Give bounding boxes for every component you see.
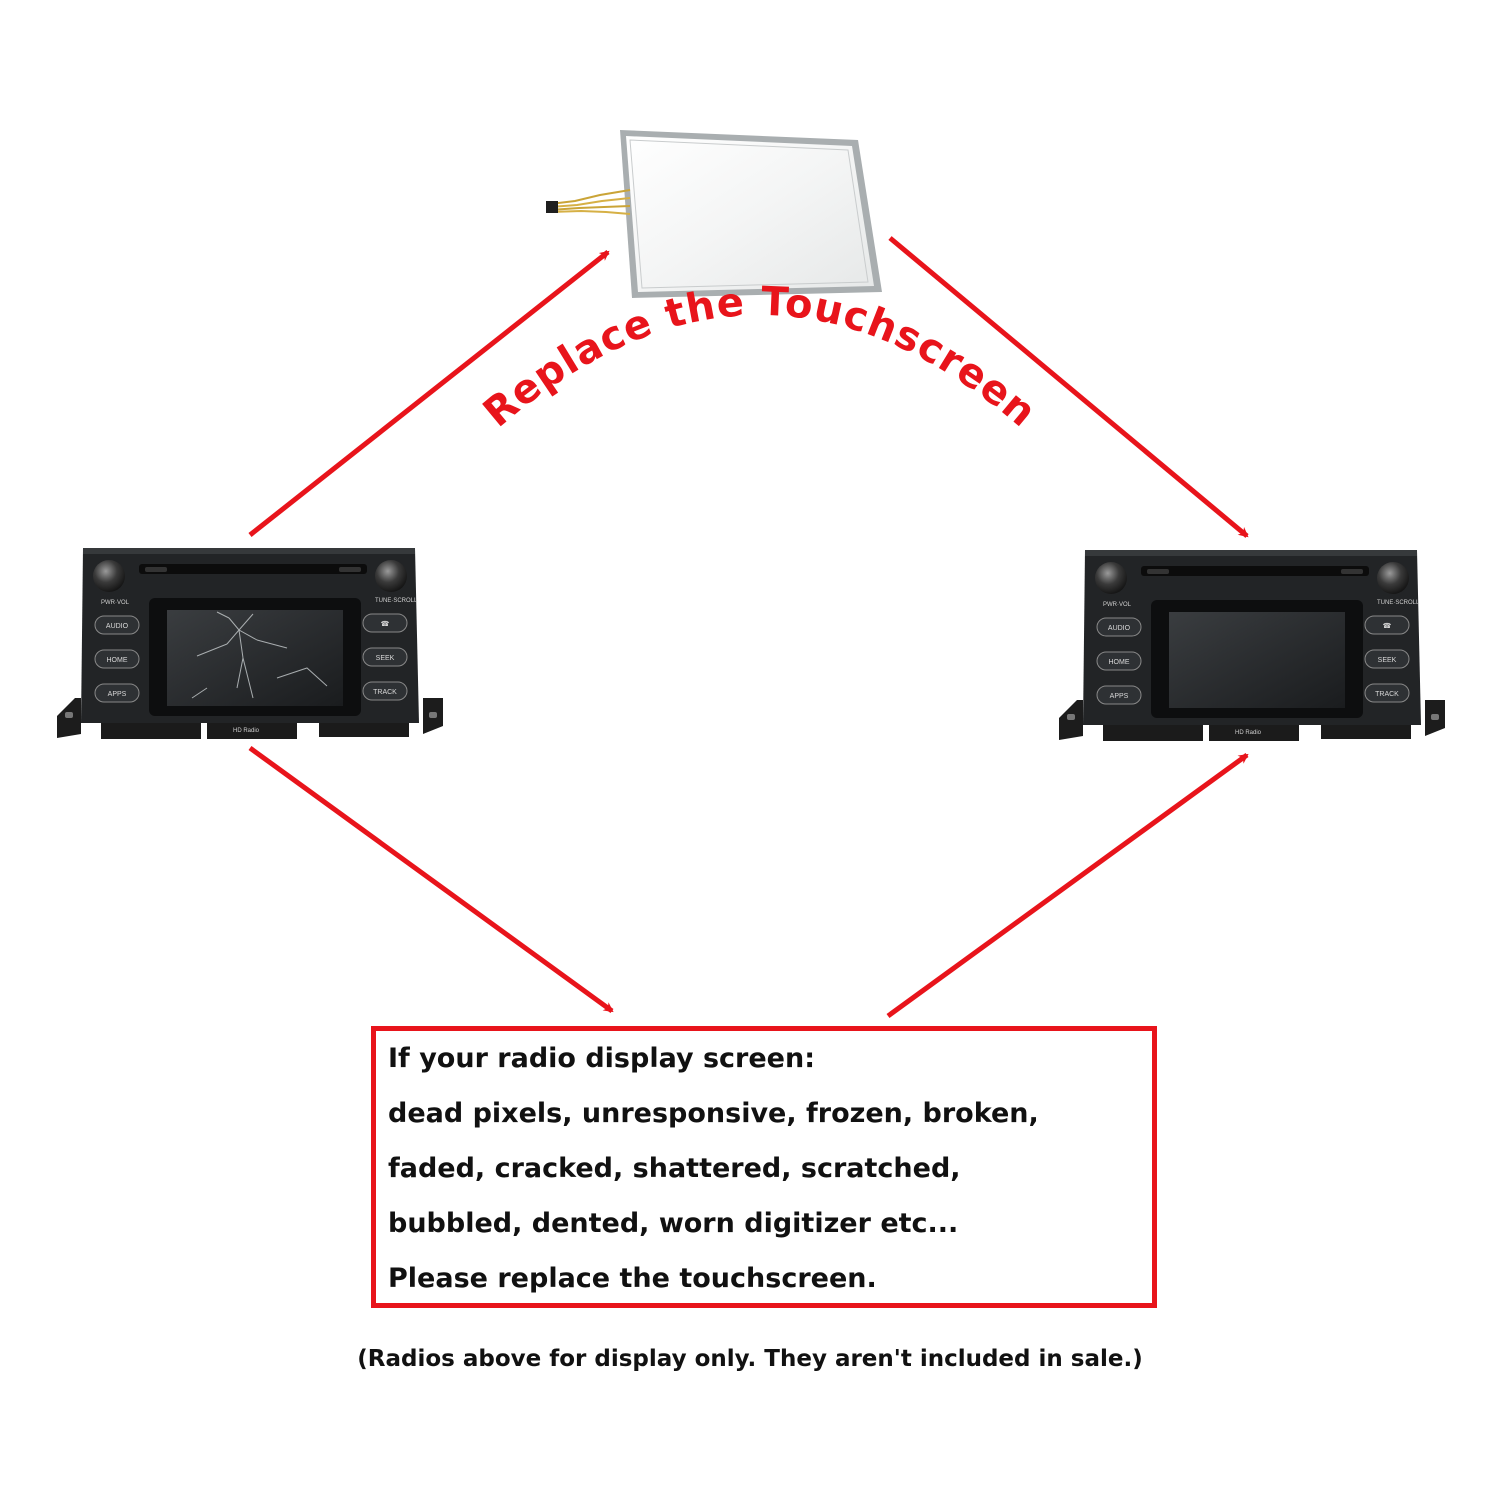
- button-phone-label: ☎: [1383, 622, 1392, 630]
- screen-cracks: [191, 611, 328, 699]
- knob-left-label: PWR·VOL: [101, 600, 130, 606]
- knob-left: [1095, 562, 1127, 594]
- button-apps-label: APPS: [1110, 693, 1129, 700]
- button-track-label: TRACK: [373, 689, 397, 696]
- knob-left-label: PWR·VOL: [1103, 602, 1132, 608]
- knob-right: [375, 560, 407, 592]
- arrow-left-to-panel: [248, 250, 610, 537]
- button-track-label: TRACK: [1375, 691, 1399, 698]
- button-audio-label: AUDIO: [1108, 625, 1131, 632]
- hd-radio-label: HD Radio: [1235, 730, 1262, 736]
- touchscreen-panel-image: [546, 130, 882, 298]
- left-buttons: AUDIO HOME APPS: [94, 615, 140, 703]
- knob-left: [93, 560, 125, 592]
- knob-right-label: TUNE·SCROLL: [375, 598, 418, 604]
- arrow-panel-to-right: [888, 236, 1249, 538]
- info-line-1: If your radio display screen:: [388, 1043, 816, 1074]
- knob-right: [1377, 562, 1409, 594]
- info-line-5: Please replace the touchscreen.: [388, 1263, 877, 1294]
- button-apps-label: APPS: [108, 691, 127, 698]
- radio-right-image: PWR·VOL TUNE·SCROLL AUDIO HOME APPS ☎ SE…: [1059, 550, 1445, 741]
- hd-radio-label: HD Radio: [233, 728, 260, 734]
- right-buttons: ☎ SEEK TRACK: [1364, 615, 1410, 703]
- arrow-left-to-box: [248, 745, 614, 1014]
- button-seek-label: SEEK: [1378, 657, 1397, 664]
- button-phone-label: ☎: [381, 620, 390, 628]
- knob-right-label: TUNE·SCROLL: [1377, 600, 1420, 606]
- footnote: (Radios above for display only. They are…: [357, 1346, 1143, 1372]
- button-audio-label: AUDIO: [106, 623, 129, 630]
- info-box: If your radio display screen: dead pixel…: [371, 1026, 1157, 1308]
- button-seek-label: SEEK: [376, 655, 395, 662]
- info-line-4: bubbled, dented, worn digitizer etc...: [388, 1208, 959, 1239]
- radio-left-image: PWR·VOL TUNE·SCROLL AUDIO HOME APPS ☎ SE…: [57, 548, 443, 739]
- info-line-2: dead pixels, unresponsive, frozen, broke…: [388, 1098, 1039, 1129]
- arrows: [248, 236, 1249, 1019]
- arrow-box-to-right: [886, 752, 1249, 1019]
- right-buttons: ☎ SEEK TRACK: [362, 613, 408, 701]
- left-buttons: AUDIO HOME APPS: [1096, 617, 1142, 705]
- button-home-label: HOME: [1109, 659, 1130, 666]
- button-home-label: HOME: [107, 657, 128, 664]
- info-line-3: faded, cracked, shattered, scratched,: [388, 1153, 961, 1184]
- curved-caption: Replace the Touchscreen: [475, 279, 1045, 437]
